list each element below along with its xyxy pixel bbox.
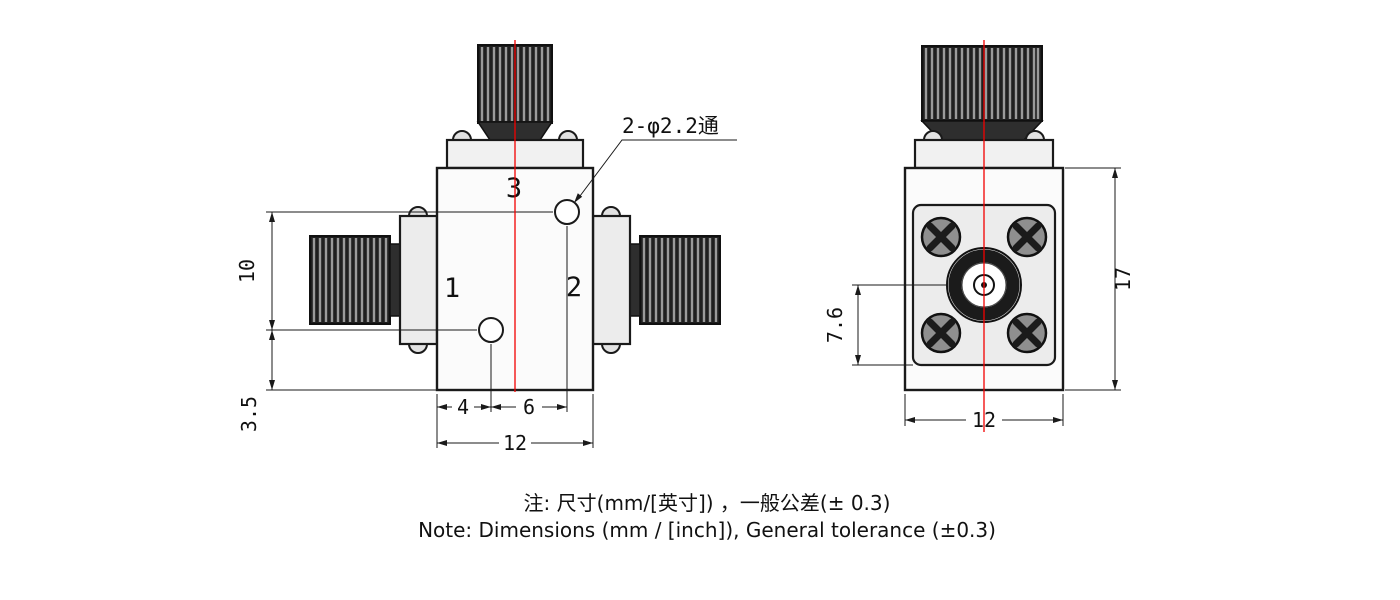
thread-section <box>921 45 1043 122</box>
front-dimensions: 10 3.5 4 6 12 <box>235 211 594 455</box>
note-line-en: Note: Dimensions (mm / [inch]), General … <box>418 518 996 542</box>
leader-arrow <box>574 193 583 203</box>
dim-arrow <box>855 355 861 365</box>
screws <box>920 216 1048 354</box>
flange-bump <box>922 130 944 141</box>
dim-arrow <box>855 285 861 295</box>
dim-arrow <box>437 404 447 410</box>
connector-neck <box>389 243 401 317</box>
side-view: 7.6 17 12 <box>823 40 1135 432</box>
flange-bump <box>407 343 429 354</box>
notes: 注: 尺寸(mm/[英寸]) ，一般公差(± 0.3) Note: Dimens… <box>418 491 996 542</box>
dim-arrow <box>437 440 447 446</box>
port-3-label: 3 <box>506 173 522 204</box>
thread-texture <box>312 238 388 322</box>
screw <box>920 216 962 258</box>
thread-texture <box>924 48 1040 119</box>
dim-label-4: 4 <box>457 395 469 419</box>
through-hole-bottom <box>478 317 504 343</box>
front-left-connector <box>309 206 439 354</box>
dim-arrow <box>583 440 593 446</box>
dim-arrow <box>1112 380 1118 390</box>
connector-plate <box>398 214 439 346</box>
note-line-zh: 注: 尺寸(mm/[英寸]) ，一般公差(± 0.3) <box>524 491 891 515</box>
dim-arrow <box>905 417 915 423</box>
dim-label-17: 17 <box>1111 267 1135 291</box>
dim-arrow <box>269 380 275 390</box>
dim-label-12-front: 12 <box>503 431 527 455</box>
dim-label-6: 6 <box>523 395 535 419</box>
thread-texture <box>642 238 718 322</box>
side-top-connector <box>920 45 1044 141</box>
flange-bump <box>451 130 473 141</box>
screw <box>920 312 962 354</box>
dim-arrow <box>269 330 275 340</box>
dim-arrow <box>269 320 275 330</box>
dim-arrow <box>491 404 501 410</box>
hole-callout-label: 2-φ2.2通 <box>622 114 719 138</box>
front-view: 10 3.5 4 6 12 2-φ2.2通 <box>235 40 737 455</box>
dim-arrow <box>1053 417 1063 423</box>
dim-arrow <box>1112 168 1118 178</box>
connector-neck <box>629 243 641 317</box>
flange-bump <box>557 130 579 141</box>
connector-plate <box>591 214 632 346</box>
thread-texture <box>480 47 550 121</box>
port-1-label: 1 <box>444 273 460 304</box>
hole-callout: 2-φ2.2通 <box>574 114 737 203</box>
screw <box>1006 312 1048 354</box>
dim-label-7-6: 7.6 <box>823 307 847 343</box>
through-hole-top <box>554 199 580 225</box>
dim-label-10: 10 <box>235 259 259 283</box>
dim-arrow <box>481 404 491 410</box>
flange-bump <box>1024 130 1046 141</box>
leader-line <box>579 139 737 197</box>
dim-arrow <box>269 212 275 222</box>
dim-arrow <box>557 404 567 410</box>
side-dimensions: 7.6 17 12 <box>823 167 1135 432</box>
flange-bump <box>600 343 622 354</box>
dim-label-3-5: 3.5 <box>237 396 261 432</box>
port-2-label: 2 <box>566 272 582 303</box>
flange-bump <box>600 206 622 217</box>
front-right-connector <box>591 206 721 354</box>
screw <box>1006 216 1048 258</box>
